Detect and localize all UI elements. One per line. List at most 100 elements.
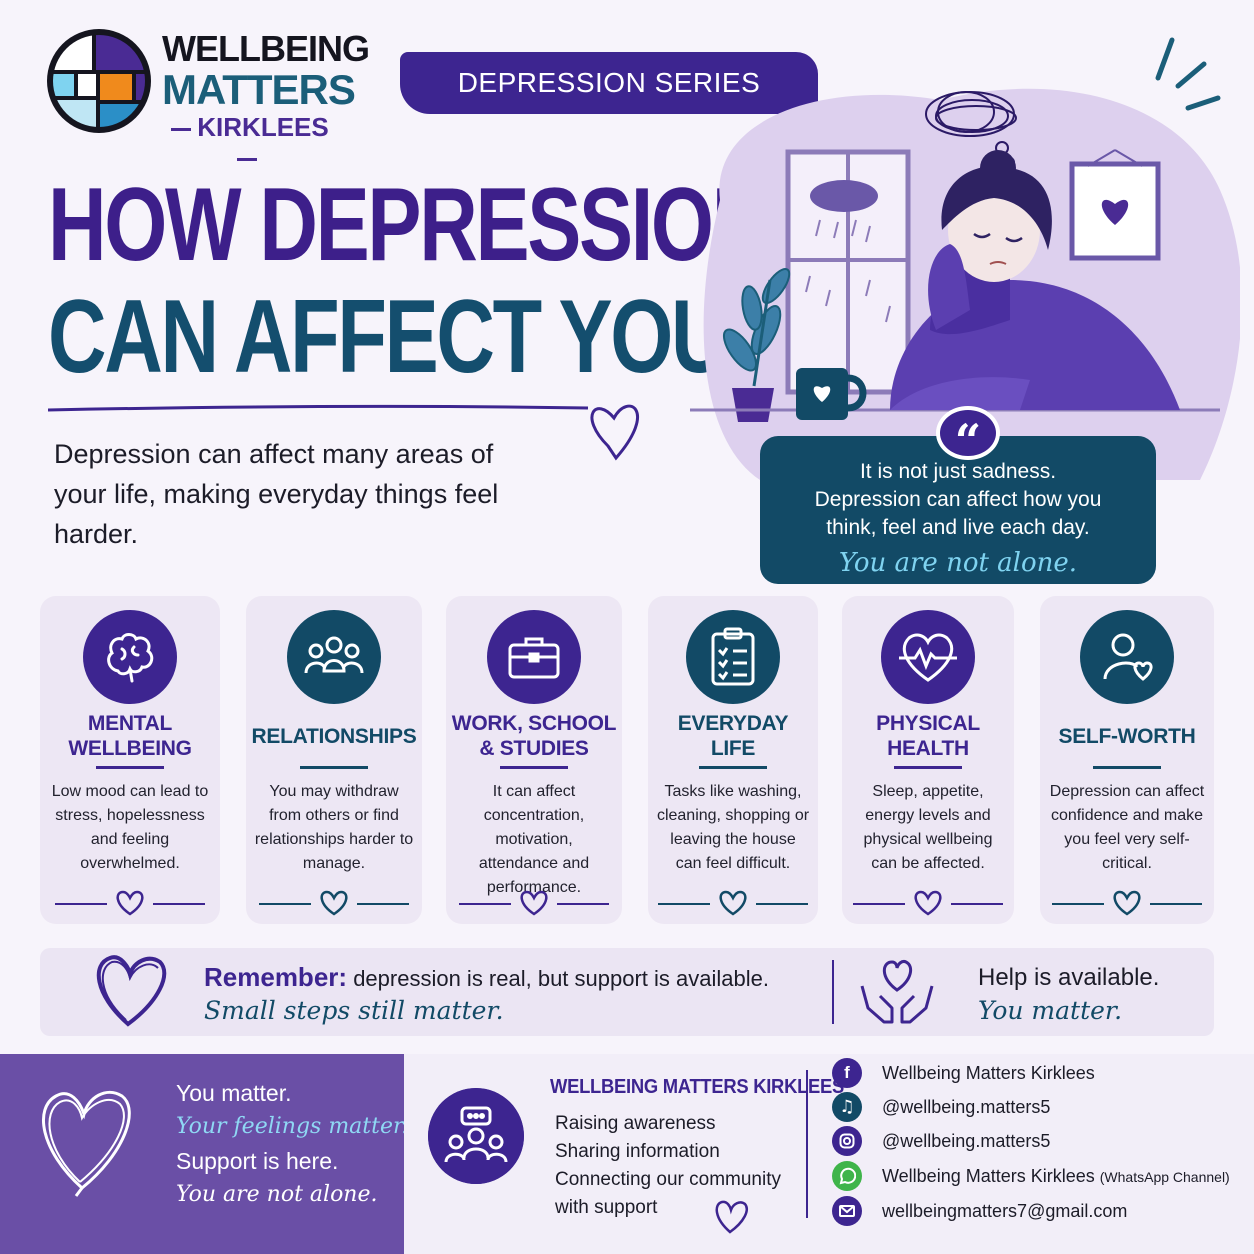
card-title-line: HEALTH xyxy=(887,737,969,760)
title-line-1: HOW DEPRESSION xyxy=(48,167,770,283)
topic-card: SELF-WORTH Depression can affect confiden… xyxy=(1040,596,1214,924)
card-title-line: WORK, SCHOOL xyxy=(451,712,617,735)
tiktok-icon: ♫ xyxy=(832,1092,862,1122)
briefcase-icon xyxy=(487,610,581,704)
contact-label: @wellbeing.matters5 xyxy=(882,1096,1051,1117)
sparkle-lines-icon xyxy=(1155,37,1221,111)
divider xyxy=(96,766,164,769)
contact-label: wellbeingmatters7@gmail.com xyxy=(882,1200,1128,1221)
email-icon xyxy=(832,1196,862,1226)
people-icon xyxy=(287,610,381,704)
heart-outline-icon xyxy=(42,1090,131,1197)
remember-label: Remember: xyxy=(204,962,348,992)
community-icon xyxy=(428,1088,524,1184)
heart-divider-icon xyxy=(1052,890,1202,916)
brand-line-1: WELLBEING xyxy=(162,28,370,69)
quote-line-1: It is not just sadness. xyxy=(859,460,1057,483)
remember-message: depression is real, but support is avail… xyxy=(353,966,769,991)
heart-outline-icon xyxy=(715,1200,748,1234)
quote-line-2: Depression can affect how you xyxy=(814,488,1102,511)
contact-text: wellbeingmatters7@gmail.com xyxy=(882,1201,1127,1222)
contact-row[interactable]: Wellbeing Matters Kirklees (WhatsApp Cha… xyxy=(832,1161,1252,1191)
card-body: You may withdraw from others or find rel… xyxy=(254,783,414,872)
whatsapp-icon xyxy=(832,1161,862,1191)
card-body: Low mood can lead to stress, hopelessnes… xyxy=(51,783,209,872)
heart-divider-icon xyxy=(55,890,205,916)
brand-line-2: MATTERS xyxy=(162,66,356,113)
series-banner: DEPRESSION SERIES xyxy=(400,52,818,114)
org-item: with support xyxy=(555,1197,658,1218)
contact-row[interactable]: wellbeingmatters7@gmail.com xyxy=(832,1196,1252,1226)
divider xyxy=(300,766,368,769)
topic-card: RELATIONSHIPS You may withdraw from other… xyxy=(246,596,422,924)
contact-label: Wellbeing Matters Kirklees xyxy=(882,1062,1095,1083)
contact-row[interactable]: ♫ @wellbeing.matters5 xyxy=(832,1092,1252,1122)
footer-line-4: You are not alone. xyxy=(176,1182,378,1207)
org-item: Sharing information xyxy=(555,1141,720,1162)
help-line-2: You matter. xyxy=(978,996,1123,1025)
card-title-line: SELF-WORTH xyxy=(1058,724,1196,748)
contact-row[interactable]: @wellbeing.matters5 xyxy=(832,1126,1252,1156)
heart-divider-icon xyxy=(658,890,808,916)
footer-line-3: Support is here. xyxy=(176,1148,339,1174)
remember-accent: Small steps still matter. xyxy=(204,996,504,1025)
contact-text: Wellbeing Matters Kirklees xyxy=(882,1063,1095,1084)
org-item: Raising awareness xyxy=(555,1113,716,1134)
divider xyxy=(500,766,568,769)
card-title: SELF-WORTH xyxy=(1040,708,1214,764)
card-body: Tasks like washing, cleaning, shopping o… xyxy=(656,783,810,872)
brain-icon xyxy=(83,610,177,704)
card-body: It can affect concentration, motivation,… xyxy=(478,783,590,896)
hands-heart-icon xyxy=(860,960,934,1024)
intro-text: Depression can affect many areas of your… xyxy=(54,439,499,549)
card-body: Depression can affect confidence and mak… xyxy=(1049,783,1205,872)
org-item: Connecting our community xyxy=(555,1169,781,1190)
person-heart-icon xyxy=(1080,610,1174,704)
contact-note: (WhatsApp Channel) xyxy=(1099,1168,1230,1185)
logo-icon xyxy=(47,29,151,133)
divider xyxy=(699,766,767,769)
org-name: WELLBEING MATTERS KIRKLEES xyxy=(550,1076,845,1098)
contact-text: @wellbeing.matters5 xyxy=(882,1097,1050,1118)
contact-label: @wellbeing.matters5 xyxy=(882,1130,1051,1151)
contact-text: @wellbeing.matters5 xyxy=(882,1131,1050,1152)
underline-heart-icon xyxy=(48,404,639,461)
card-title-line: PHYSICAL xyxy=(876,712,980,735)
quote-mark-icon: “ xyxy=(936,406,1000,468)
card-title-line: EVERYDAY xyxy=(677,712,789,735)
instagram-icon xyxy=(832,1126,862,1156)
heart-divider-icon xyxy=(853,890,1003,916)
divider xyxy=(1093,766,1161,769)
divider xyxy=(894,766,962,769)
card-title: RELATIONSHIPS xyxy=(246,708,422,764)
heart-outline-icon xyxy=(96,955,167,1027)
divider xyxy=(806,1070,808,1218)
footer-message-panel xyxy=(0,1054,404,1254)
divider xyxy=(832,960,834,1024)
org-list: Raising awareness Sharing information Co… xyxy=(555,1110,781,1222)
card-title-line: LIFE xyxy=(710,737,756,760)
clipboard-icon xyxy=(686,610,780,704)
help-line-1: Help is available. xyxy=(978,964,1160,991)
footer-info-panel xyxy=(404,1054,1254,1254)
card-title-line: WELLBEING xyxy=(68,737,192,760)
heart-divider-icon xyxy=(259,890,409,916)
footer-line-1: You matter. xyxy=(176,1080,292,1106)
card-title: WORK, SCHOOL& STUDIES xyxy=(446,708,622,764)
heart-divider-icon xyxy=(459,890,609,916)
contact-label: Wellbeing Matters Kirklees xyxy=(882,1165,1095,1186)
footer-message: You matter. Your feelings matter. Suppor… xyxy=(176,1076,408,1212)
remember-text: Remember: depression is real, but suppor… xyxy=(204,962,769,993)
heartbeat-icon xyxy=(881,610,975,704)
brand-wordmark: WELLBEING MATTERS KIRKLEES xyxy=(162,28,370,172)
card-title-line: RELATIONSHIPS xyxy=(251,724,417,748)
topic-card: WORK, SCHOOL& STUDIES It can affect conce… xyxy=(446,596,622,924)
card-body: Sleep, appetite, energy levels and physi… xyxy=(863,783,993,872)
quote-card: It is not just sadness. Depression can a… xyxy=(760,436,1156,584)
